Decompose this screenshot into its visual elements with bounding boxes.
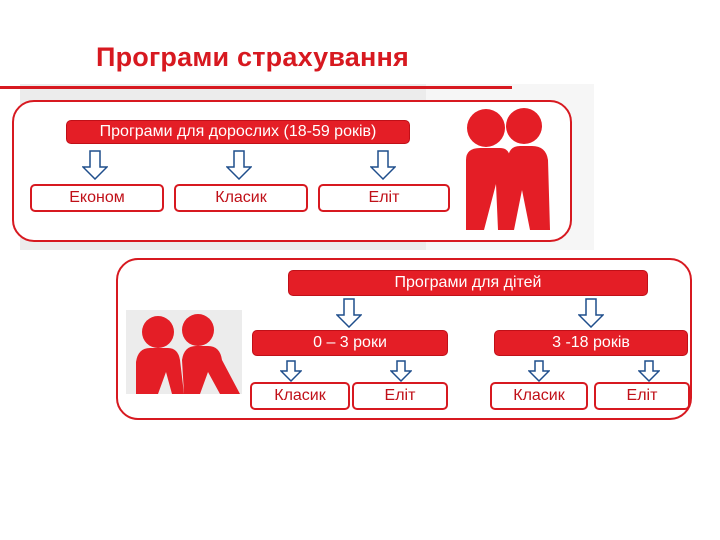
child-0-3-option-classic: Класик (250, 382, 350, 410)
down-arrow-icon (370, 150, 396, 180)
down-arrow-icon (528, 360, 550, 382)
people-children-icon (126, 310, 242, 394)
age-group-0-3: 0 – 3 роки (252, 330, 448, 356)
adults-header: Програми для дорослих (18-59 років) (66, 120, 410, 144)
people-adults-icon (466, 108, 550, 230)
adults-option-elite: Еліт (318, 184, 450, 212)
adults-option-econom: Економ (30, 184, 164, 212)
down-arrow-icon (336, 298, 362, 328)
age-group-3-18: 3 -18 років (494, 330, 688, 356)
down-arrow-icon (638, 360, 660, 382)
title-underline (0, 86, 512, 89)
children-header: Програми для дітей (288, 270, 648, 296)
adults-option-classic: Класик (174, 184, 308, 212)
down-arrow-icon (390, 360, 412, 382)
down-arrow-icon (280, 360, 302, 382)
down-arrow-icon (226, 150, 252, 180)
down-arrow-icon (82, 150, 108, 180)
page-title: Програми страхування (96, 42, 409, 72)
down-arrow-icon (578, 298, 604, 328)
child-3-18-option-classic: Класик (490, 382, 588, 410)
child-3-18-option-elite: Еліт (594, 382, 690, 410)
child-0-3-option-elite: Еліт (352, 382, 448, 410)
